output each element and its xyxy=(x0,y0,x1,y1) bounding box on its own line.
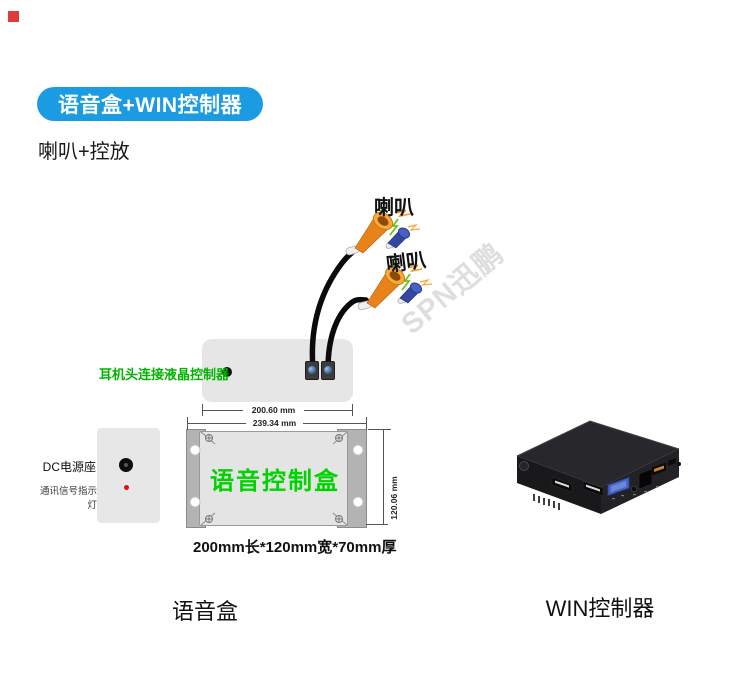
headphone-jack-note: 耳机头连接液晶控制器 xyxy=(99,367,230,382)
dimension-height: 120.06 mm xyxy=(388,471,400,525)
red-corner-marker xyxy=(8,11,19,22)
dc-power-jack-icon xyxy=(119,458,133,472)
speaker-label-top: 喇叭 xyxy=(374,197,414,219)
dimension-outer-width: 239.34 mm xyxy=(246,417,303,429)
size-caption: 200mm长*120mm宽*70mm厚 xyxy=(193,539,397,556)
section-badge: 语音盒+WIN控制器 xyxy=(37,87,264,121)
speaker-terminal-icon xyxy=(305,361,319,380)
mini-pc-image xyxy=(516,420,681,514)
speaker-label-bottom: 喇叭 xyxy=(385,249,428,277)
speaker-terminal-icon xyxy=(321,361,335,380)
footer-label-win-controller: WIN控制器 xyxy=(545,596,655,621)
voice-box-side-view xyxy=(97,428,160,523)
headphone-jack-dot xyxy=(222,367,232,377)
voice-box-face-panel xyxy=(199,431,348,526)
dimension-inner-width: 200.60 mm xyxy=(243,404,304,416)
signal-led-icon xyxy=(124,485,129,490)
section-subtitle: 喇叭+控放 xyxy=(38,141,130,163)
terminal-jack-icon xyxy=(308,366,316,374)
signal-led-label: 通讯信号指示灯 xyxy=(39,486,97,511)
terminal-jack-icon xyxy=(324,366,332,374)
dc-power-label: DC电源座 xyxy=(42,460,96,474)
voice-box-title: 语音控制盒 xyxy=(210,468,340,495)
footer-label-voice-box: 语音盒 xyxy=(171,599,238,624)
dc-jack-pin xyxy=(124,463,128,467)
